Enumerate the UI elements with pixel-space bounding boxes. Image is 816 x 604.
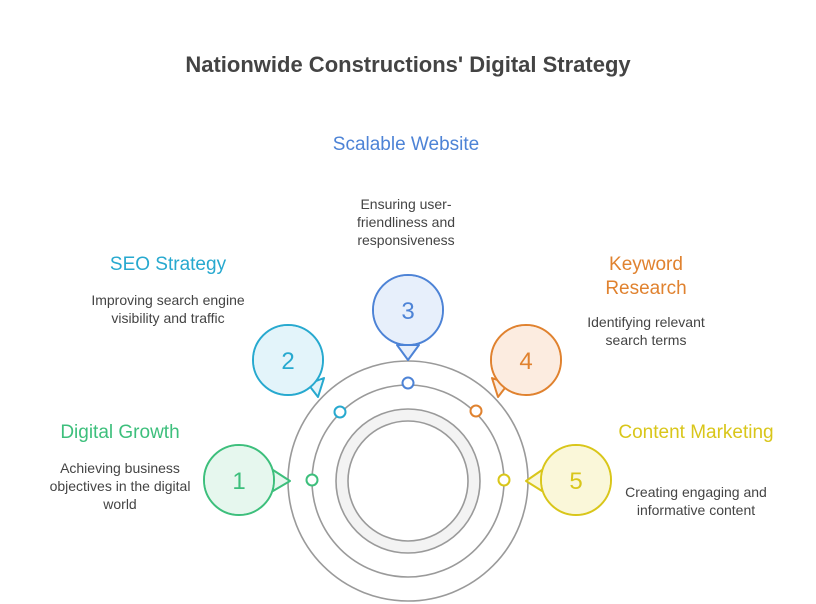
- step-5-number: 5: [569, 468, 582, 495]
- step-4-bubble: 4: [490, 324, 562, 398]
- step-3-bubble-fill: [374, 276, 442, 344]
- step-4-ring-dot: [469, 404, 483, 418]
- step-4-number: 4: [519, 348, 532, 375]
- step-5-description: Creating engaging and informative conten…: [625, 484, 767, 518]
- step-2-description: Improving search engine visibility and t…: [91, 292, 245, 326]
- step-3-bubble: 3: [372, 274, 444, 361]
- step-1-bubble-fill: [205, 446, 273, 514]
- step-4-bubble-fill: [492, 326, 560, 394]
- step-4-description: Identifying relevant search terms: [587, 314, 705, 348]
- step-2-bubble-fill: [254, 326, 322, 394]
- center-circle: [347, 420, 469, 542]
- step-5-bubble-fill: [542, 446, 610, 514]
- step-3-title: Scalable Website: [332, 134, 480, 155]
- step-3-ring-dot: [401, 376, 415, 390]
- page-title: Nationwide Constructions' Digital Strate…: [185, 52, 631, 77]
- step-3-bubble-tail: [396, 344, 420, 361]
- step-4-title: Keyword Research: [605, 254, 687, 299]
- step-2-bubble: 2: [252, 324, 325, 398]
- ring-dots: [305, 376, 511, 487]
- step-5-ring-dot: [497, 473, 511, 487]
- step-1-title: Digital Growth: [60, 422, 180, 443]
- step-2-ring-dot: [333, 405, 347, 419]
- step-3-description: Ensuring user-friendliness and responsiv…: [356, 196, 456, 248]
- step-2-number: 2: [281, 348, 294, 375]
- step-5-bubble: 5: [525, 444, 612, 516]
- step-1-bubble: 1: [203, 444, 291, 516]
- step-5-title: Content Marketing: [618, 422, 774, 443]
- rings: [287, 360, 529, 602]
- step-3-number: 3: [401, 298, 414, 325]
- step-1-number: 1: [232, 468, 245, 495]
- step-2-title: SEO Strategy: [109, 254, 227, 275]
- step-1-description: Achieving business objectives in the dig…: [49, 460, 191, 512]
- step-bubbles: 1 2 3 4 5: [203, 274, 612, 516]
- step-1-ring-dot: [305, 473, 319, 487]
